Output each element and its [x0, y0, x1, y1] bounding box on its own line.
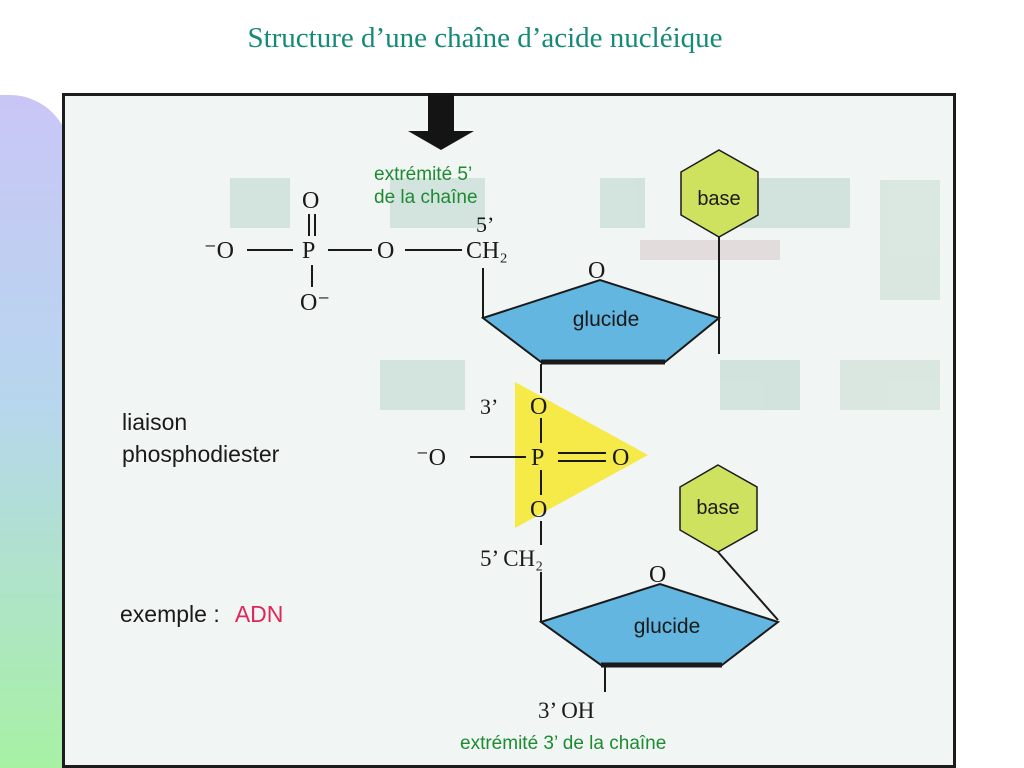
- phosphate-group-middle: 3’ O ⁻O P O O 5’ CH₂: [416, 364, 629, 571]
- label-5prime-end-line2: de la chaîne: [374, 187, 478, 208]
- label-3prime-middle: 3’: [480, 394, 498, 419]
- phosphate-group-top: O ⁻O P O CH₂ 5’ O⁻: [204, 188, 508, 316]
- atom-o-3prime: O: [530, 394, 547, 420]
- base-bottom: base: [679, 464, 758, 553]
- nucleic-acid-diagram: extrémité 5’ de la chaîne O ⁻O P O CH₂ 5…: [120, 93, 940, 754]
- label-3prime-end: extrémité 3’ de la chaîne: [460, 733, 666, 754]
- atom-o-5prime: O: [530, 497, 547, 523]
- atom-o-bridge-top: O: [377, 238, 394, 264]
- sugar-bottom: O glucide: [538, 562, 781, 668]
- linkage-highlight-arrow: [515, 382, 648, 528]
- atom-o-top: O: [302, 188, 319, 214]
- sugar-top-label: glucide: [573, 308, 640, 331]
- group-5prime-ch2-middle: 5’ CH₂: [480, 546, 543, 571]
- chain-arrow-icon: [408, 93, 474, 150]
- atom-p-middle: P: [531, 445, 544, 471]
- example-prefix: exemple :: [120, 601, 220, 627]
- example-value: ADN: [235, 601, 284, 627]
- label-5prime-top: 5’: [476, 212, 494, 237]
- atom-o-minus-middle: ⁻O: [416, 445, 446, 471]
- linkage-label-line1: liaison: [122, 409, 187, 435]
- atom-o-double-middle: O: [612, 445, 629, 471]
- group-3prime-oh: 3’ OH: [538, 698, 594, 723]
- ring-oxygen-top: O: [588, 258, 605, 284]
- group-ch2-top: CH₂: [466, 238, 508, 264]
- side-gradient-band: [0, 95, 70, 768]
- atom-o-minus-bottom: O⁻: [300, 290, 330, 316]
- slide-title: Structure d’une chaîne d’acide nucléique: [247, 22, 723, 54]
- linkage-label-line2: phosphodiester: [122, 441, 280, 467]
- textbook-figure: extrémité 5’ de la chaîne O ⁻O P O CH₂ 5…: [62, 93, 956, 768]
- label-5prime-end-line1: extrémité 5’: [374, 164, 472, 185]
- background-decoration: [230, 178, 940, 410]
- sugar-bottom-label: glucide: [634, 615, 701, 638]
- example-label: exemple : ADN: [120, 601, 283, 627]
- atom-p-top: P: [302, 238, 315, 264]
- ring-oxygen-bottom: O: [649, 562, 666, 588]
- base-bottom-label: base: [696, 497, 739, 519]
- atom-o-minus-left: ⁻O: [204, 238, 234, 264]
- sugar-top: O glucide: [480, 258, 722, 365]
- base-top-label: base: [697, 188, 740, 210]
